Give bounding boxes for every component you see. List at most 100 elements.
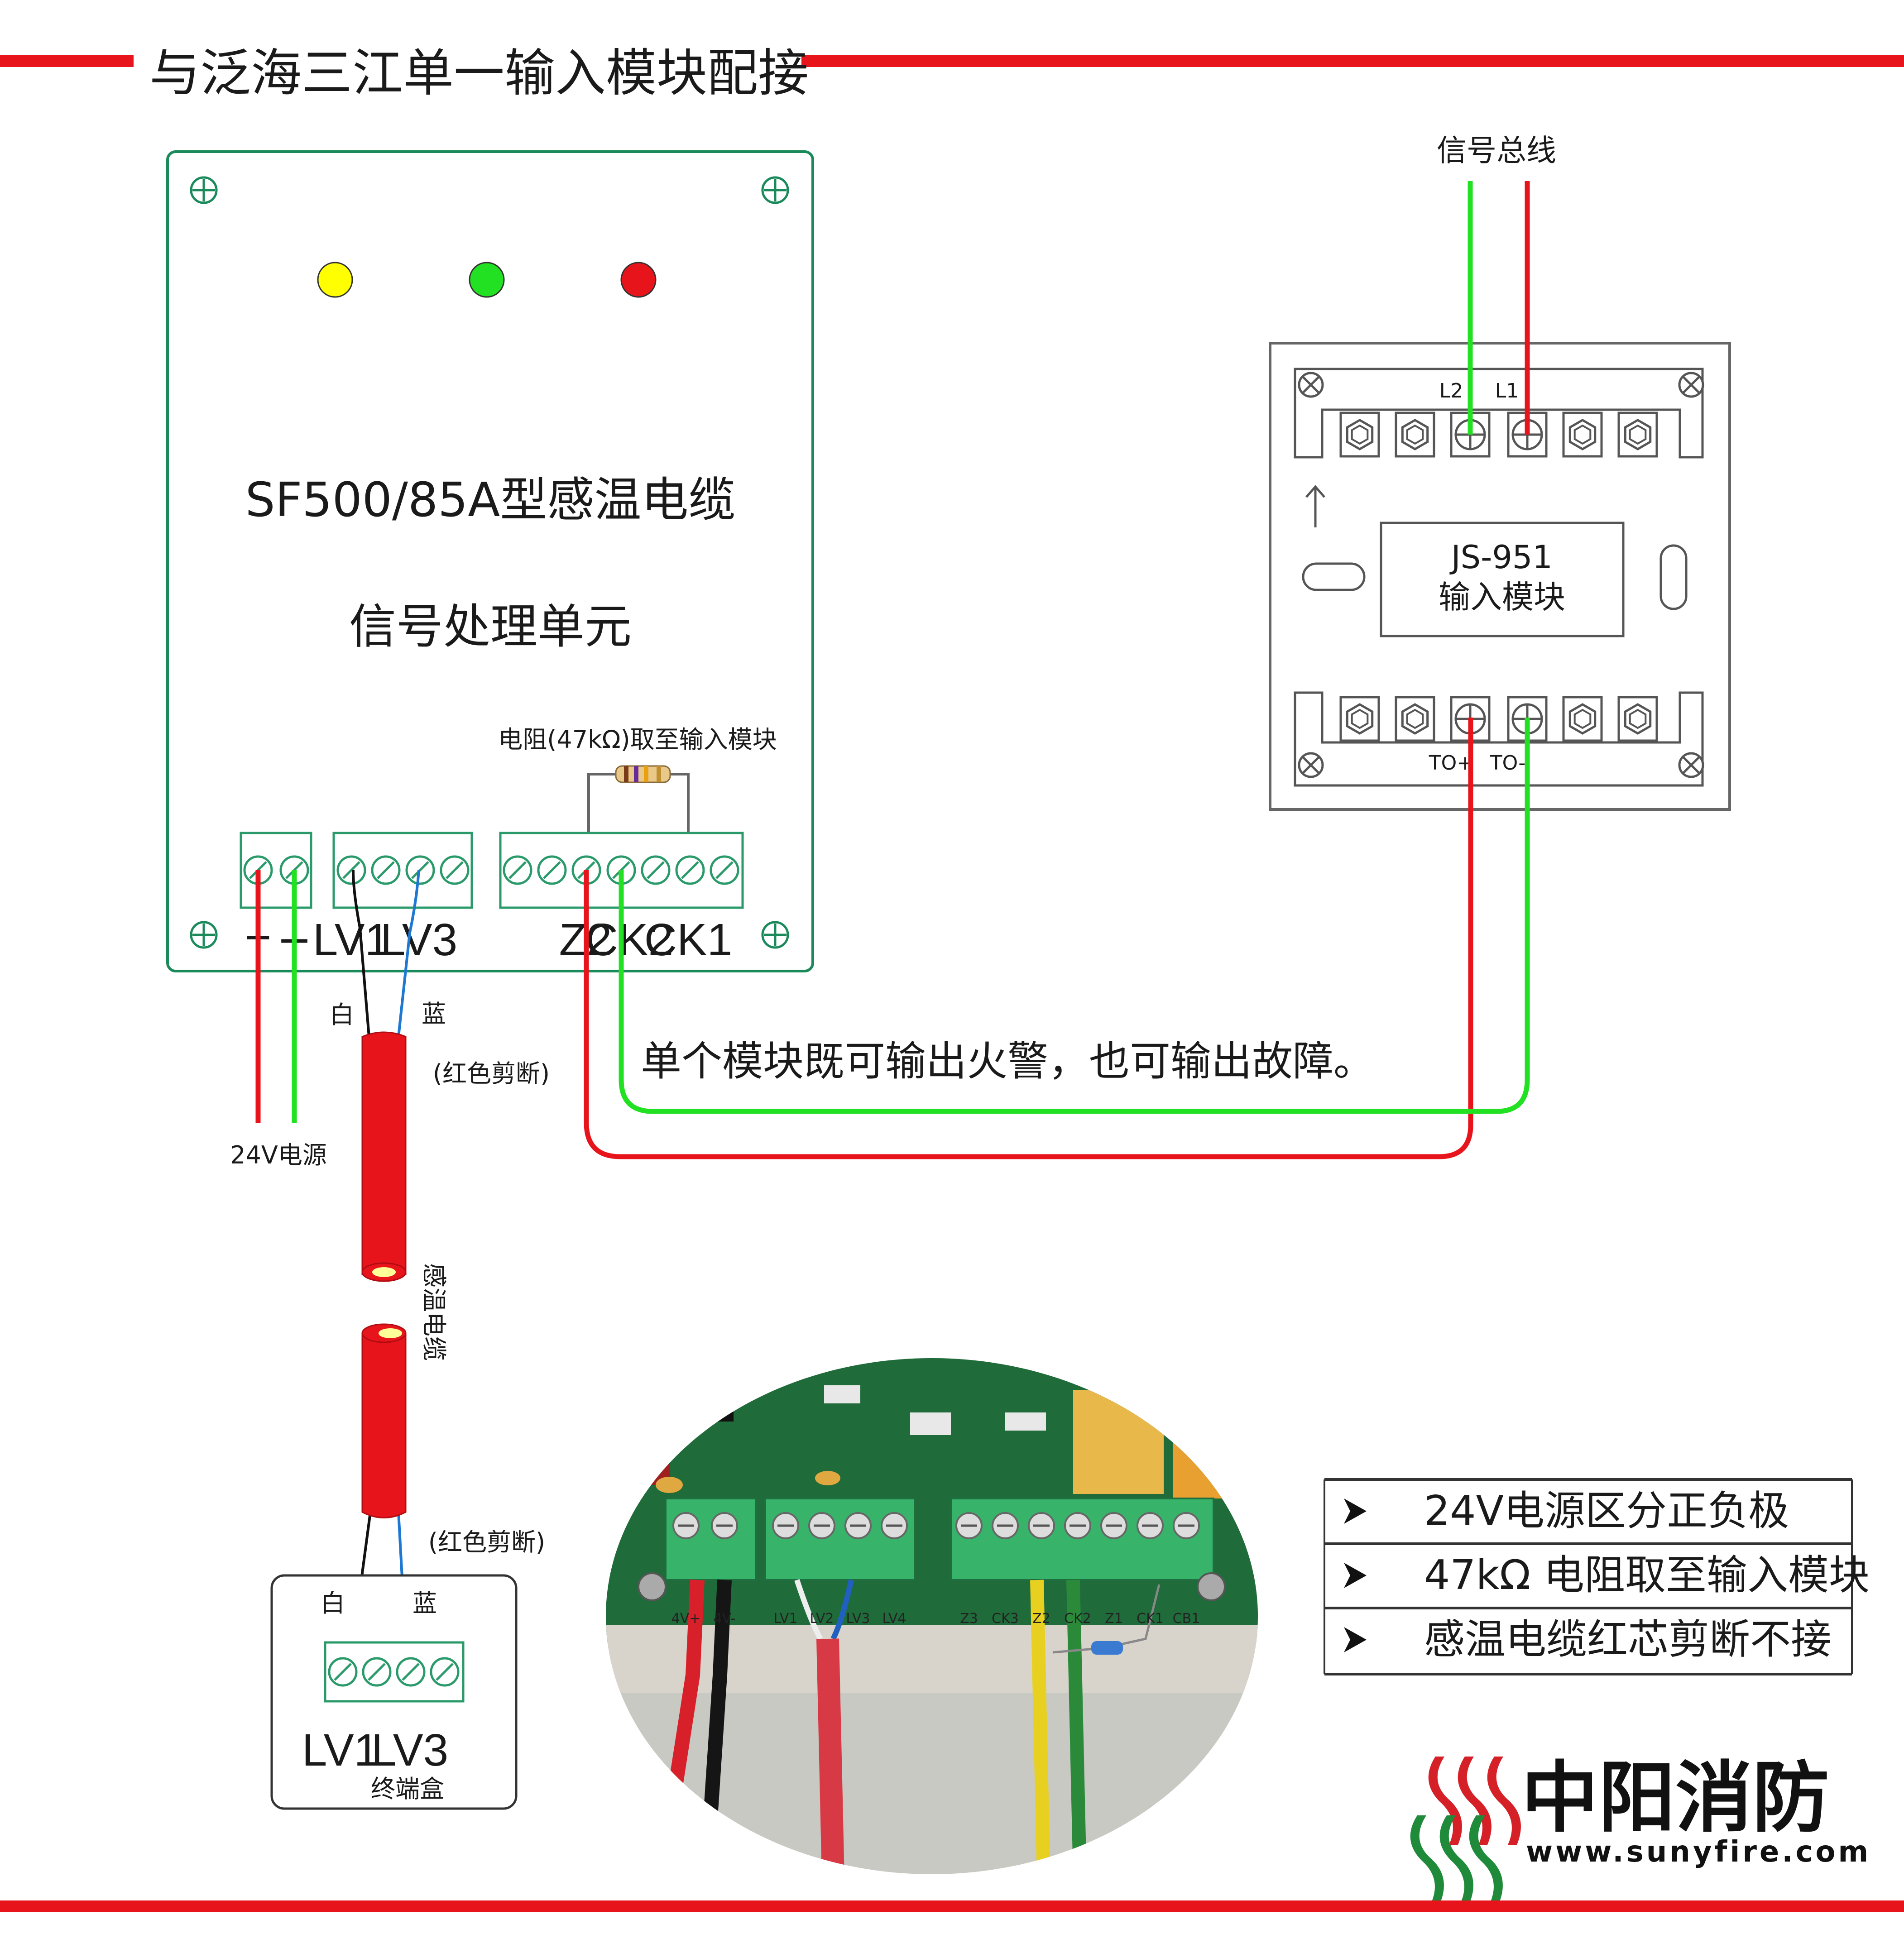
photo-screw-icon bbox=[1028, 1512, 1055, 1539]
module-name: 输入模块 bbox=[1439, 579, 1565, 616]
photo-terminal-label: Z1 bbox=[1105, 1611, 1123, 1627]
photo-terminal-block bbox=[950, 1498, 1214, 1581]
photo-screw-icon bbox=[881, 1512, 908, 1539]
photo-screw-icon bbox=[955, 1512, 983, 1539]
photo-terminal-label: LV4 bbox=[882, 1611, 906, 1627]
cable-label: 感温电缆 bbox=[420, 1263, 448, 1361]
indicator-yellow-icon bbox=[317, 262, 353, 298]
endbox-name: 终端盒 bbox=[371, 1775, 444, 1803]
pcb-photo bbox=[606, 1358, 1258, 1874]
brand-logo: 中阳消防 www.sunyfire.com bbox=[1410, 1753, 1868, 1904]
cable-segment-lower bbox=[361, 1332, 407, 1518]
terminal-label-lv1: LV1 bbox=[313, 914, 390, 965]
screw-icon bbox=[190, 921, 218, 949]
bullet-arrow-icon bbox=[1344, 1627, 1367, 1652]
photo-cable-red bbox=[816, 1638, 844, 1874]
photo-screws bbox=[672, 1512, 1200, 1539]
photo-screw-icon bbox=[672, 1512, 700, 1539]
terminal-screw-icon bbox=[503, 855, 532, 885]
screw-icon bbox=[190, 176, 218, 204]
terminal-label-lv3: LV3 bbox=[380, 914, 458, 965]
terminal-screw-icon bbox=[675, 855, 705, 885]
terminal-hex-screw-icon bbox=[1339, 412, 1380, 458]
cable-core-upper bbox=[372, 1267, 396, 1277]
photo-terminal-label: CK3 bbox=[992, 1611, 1019, 1627]
input-module: 信号总线 L2 L1 TO+ TO- JS-951 输入模块 bbox=[1269, 133, 1731, 811]
terminal-hex-screw-icon bbox=[1617, 412, 1658, 458]
photo-terminal-label: Z2 bbox=[1032, 1611, 1050, 1627]
note-row: 感温电缆红芯剪断不接 bbox=[1344, 1616, 1832, 1663]
photo-wire-green bbox=[1066, 1580, 1087, 1874]
pcb-component-icon bbox=[824, 1385, 860, 1403]
title-bar: 与泛海三江单一输入模块配接 bbox=[0, 44, 1904, 103]
corner-screw-icon bbox=[1298, 372, 1324, 398]
photo-screw-icon bbox=[1100, 1512, 1127, 1539]
terminal-screw-icon bbox=[537, 855, 567, 885]
terminal-hex-screw-icon bbox=[1395, 696, 1435, 742]
label-blue-top: 蓝 bbox=[422, 1000, 446, 1028]
note-text: 感温电缆红芯剪断不接 bbox=[1424, 1616, 1832, 1663]
photo-screw-icon bbox=[1064, 1512, 1091, 1539]
indicator-green-icon bbox=[469, 262, 505, 298]
module-terminal-to-plus: TO+ bbox=[1429, 752, 1473, 775]
photo-screw-icon bbox=[772, 1512, 799, 1539]
lv1-wire-white bbox=[352, 870, 370, 1037]
resistor-label: 电阻(47kΩ)取至输入模块 bbox=[498, 725, 777, 754]
top-terminal-frame bbox=[1294, 368, 1704, 459]
terminal-screw-icon bbox=[396, 1657, 426, 1687]
indicator-red-icon bbox=[620, 262, 657, 298]
photo-screw-icon bbox=[711, 1512, 738, 1539]
photo-resistor-lead bbox=[1052, 1584, 1161, 1654]
module-terminal-l2: L2 bbox=[1439, 379, 1463, 402]
label-white-top: 白 bbox=[330, 1000, 354, 1029]
title-rule-right bbox=[801, 55, 1904, 67]
photo-terminal-block bbox=[665, 1498, 757, 1581]
cable-segment-upper bbox=[361, 1031, 407, 1281]
photo-screw-icon bbox=[992, 1512, 1019, 1539]
label-cut-red-top: (红色剪断) bbox=[433, 1059, 550, 1088]
capacitor-icon bbox=[815, 1471, 840, 1485]
wiring-note: 单个模块既可输出火警，也可输出故障。 bbox=[641, 1038, 1374, 1085]
title-rule-left bbox=[0, 55, 134, 67]
photo-wire-white bbox=[794, 1579, 823, 1640]
end-box: (红色剪断) 白 蓝 LV1 LV3 终端盒 bbox=[270, 1528, 545, 1810]
pcb-component-icon bbox=[910, 1412, 951, 1435]
corner-screw-icon bbox=[1678, 752, 1704, 778]
photo-screw-icon bbox=[1173, 1512, 1200, 1539]
endbox-cut-red: (红色剪断) bbox=[428, 1528, 545, 1556]
pcb-component-icon bbox=[629, 1412, 670, 1485]
photo-resistor-icon bbox=[1091, 1641, 1123, 1655]
z2-wire-red bbox=[584, 718, 1473, 1159]
arrow-up-icon bbox=[1305, 485, 1325, 527]
terminal-hex-screw-icon bbox=[1617, 696, 1658, 742]
module-terminal-l1: L1 bbox=[1495, 379, 1519, 402]
photo-terminal-block bbox=[764, 1498, 916, 1581]
photo-terminal-label: 4V+ bbox=[671, 1611, 701, 1627]
photo-terminal-label: 4V- bbox=[714, 1611, 736, 1627]
screw-icon bbox=[761, 921, 789, 949]
signal-unit-model: SF500/85A型感温电缆 bbox=[245, 472, 736, 527]
note-text: 24V电源区分正负极 bbox=[1424, 1487, 1789, 1535]
bottom-terminal-frame bbox=[1294, 691, 1704, 787]
corner-screw-icon bbox=[1298, 752, 1324, 778]
terminal-hex-screw-icon bbox=[1395, 412, 1435, 458]
photo-terminal-label: CK2 bbox=[1064, 1611, 1091, 1627]
photo-wire-yellow bbox=[1030, 1580, 1050, 1874]
mounting-screw-icon bbox=[1197, 1572, 1226, 1601]
endbox-blue-label: 蓝 bbox=[412, 1589, 437, 1618]
photo-terminal-label: LV3 bbox=[846, 1611, 870, 1627]
photo-terminal-label: Z3 bbox=[960, 1611, 978, 1627]
terminal-screw-icon bbox=[710, 855, 739, 885]
relay-icon bbox=[1073, 1390, 1164, 1494]
terminal-screw-icon bbox=[641, 855, 671, 885]
module-model: JS-951 bbox=[1449, 539, 1553, 576]
bullet-arrow-icon bbox=[1344, 1563, 1367, 1588]
lv3-wire-blue bbox=[397, 870, 420, 1037]
terminal-screw-icon bbox=[440, 855, 470, 885]
signal-unit-name: 信号处理单元 bbox=[349, 599, 632, 654]
photo-terminal-label: LV1 bbox=[773, 1611, 797, 1627]
terminal-hex-screw-icon bbox=[1562, 696, 1603, 742]
cable-core-lower bbox=[379, 1328, 402, 1338]
corner-screw-icon bbox=[1678, 372, 1704, 398]
